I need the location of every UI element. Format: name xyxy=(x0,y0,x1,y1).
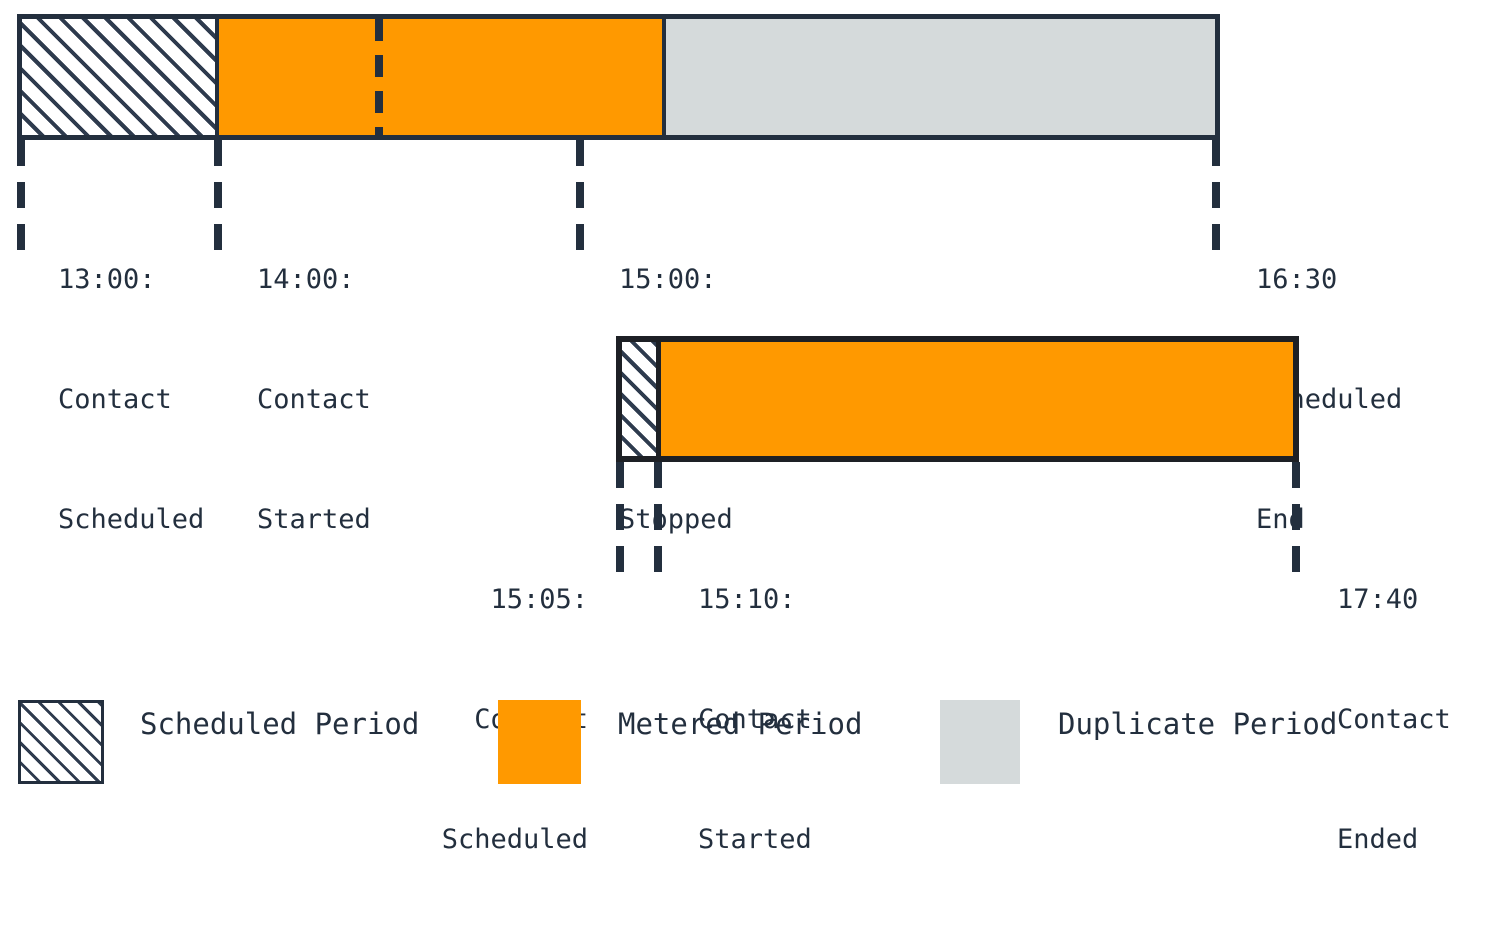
tick-row2-1505 xyxy=(616,462,624,572)
label-time: 14:00: xyxy=(257,264,355,295)
tick-row2-1740 xyxy=(1292,462,1300,572)
tick-row1-1500 xyxy=(576,140,584,250)
label-time: 16:30 xyxy=(1256,264,1338,295)
label-event-line1: Contact xyxy=(1337,704,1451,735)
label-event-line1: Contact xyxy=(698,704,812,735)
label-row1-contact-started: 14:00: Contact Started xyxy=(257,180,457,620)
legend-swatch-metered xyxy=(498,700,581,784)
label-event-line2: Started xyxy=(698,824,812,855)
label-time: 15:10: xyxy=(698,584,796,615)
label-event-line2: Ended xyxy=(1337,824,1419,855)
legend-label-scheduled: Scheduled Period xyxy=(140,707,420,741)
legend-label-metered: Metered Period xyxy=(618,707,863,741)
label-event-line2: Started xyxy=(257,504,371,535)
legend-swatch-scheduled xyxy=(18,700,104,784)
segment-metered-row1 xyxy=(219,19,662,135)
segment-scheduled-row1 xyxy=(22,19,219,135)
timeline-bar-row2 xyxy=(616,336,1299,462)
label-time: 15:00: xyxy=(619,264,717,295)
label-event-line1: Contact xyxy=(257,384,371,415)
timeline-diagram: 13:00: Contact Scheduled 14:00: Contact … xyxy=(17,14,1451,855)
tick-row1-1400 xyxy=(214,140,222,250)
legend-label-duplicate: Duplicate Period xyxy=(1058,707,1338,741)
segment-duplicate-row1 xyxy=(662,19,1215,135)
label-time: 13:00: xyxy=(58,264,156,295)
legend-swatch-duplicate xyxy=(940,700,1020,784)
label-event-line2: Scheduled xyxy=(441,824,588,855)
label-time: 17:40 xyxy=(1337,584,1419,615)
tick-row1-1630 xyxy=(1212,140,1220,250)
contact-stopped-divider xyxy=(375,19,383,135)
label-event-line1: Contact xyxy=(58,384,172,415)
segment-metered-row2 xyxy=(661,342,1293,456)
tick-row1-1300 xyxy=(17,140,25,250)
segment-scheduled-row2 xyxy=(622,342,661,456)
label-event-line2: Stopped xyxy=(619,504,733,535)
timeline-bar-row1 xyxy=(17,14,1220,140)
tick-row2-1510 xyxy=(654,462,662,572)
label-row1-contact-scheduled: 13:00: Contact Scheduled xyxy=(58,180,258,620)
label-event-line2: Scheduled xyxy=(58,504,205,535)
label-time: 15:05: xyxy=(490,584,588,615)
